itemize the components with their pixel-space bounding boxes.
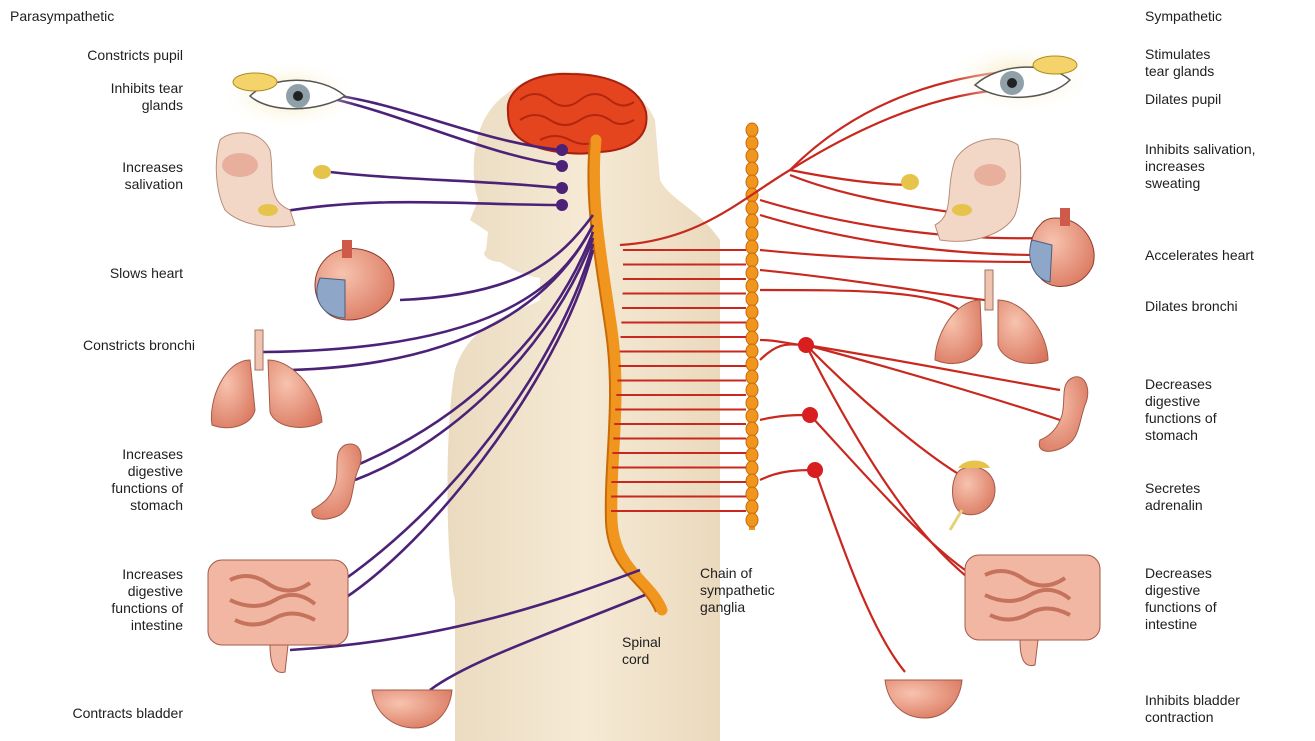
chain-ganglion <box>746 487 758 501</box>
nerve-salivary <box>790 175 950 212</box>
chain-ganglion <box>746 331 758 345</box>
label-inhibits-bladder-contraction: Inhibits bladder contraction <box>1145 692 1240 726</box>
left-stomach <box>312 444 361 519</box>
left-face-salivary <box>216 133 331 227</box>
right-intestine <box>965 555 1100 666</box>
inferior-mesenteric-ganglion <box>807 462 823 478</box>
chain-ganglion <box>746 292 758 306</box>
right-eye <box>945 42 1095 114</box>
chain-ganglion <box>746 162 758 176</box>
label-dilates-bronchi: Dilates bronchi <box>1145 298 1238 315</box>
brain <box>508 74 647 154</box>
label-decreases-digestive-stomach: Decreases digestive functions of stomach <box>1145 376 1217 444</box>
chain-ganglion <box>746 214 758 228</box>
label-spinal-cord: Spinal cord <box>622 634 661 668</box>
label-increases-salivation: Increases salivation <box>122 159 183 193</box>
nerve-inferior <box>760 470 815 480</box>
chain-ganglion <box>746 149 758 163</box>
chain-ganglion <box>746 409 758 423</box>
chain-ganglion <box>746 305 758 319</box>
ganglion-4 <box>556 199 568 211</box>
label-contracts-bladder: Contracts bladder <box>72 705 183 722</box>
chain-ganglion <box>746 474 758 488</box>
chain-ganglion <box>746 435 758 449</box>
body-silhouette <box>448 72 721 741</box>
left-eye <box>220 60 360 130</box>
label-accelerates-heart: Accelerates heart <box>1145 247 1254 264</box>
chain-ganglion <box>746 240 758 254</box>
chain-ganglion <box>746 227 758 241</box>
label-secretes-adrenalin: Secretes adrenalin <box>1145 480 1203 514</box>
left-heart <box>315 240 394 320</box>
chain-ganglion <box>746 513 758 527</box>
label-decreases-digestive-intestine: Decreases digestive functions of intesti… <box>1145 565 1217 633</box>
label-inhibits-tear-glands: Inhibits tear glands <box>111 80 183 114</box>
label-inhibits-salivation: Inhibits salivation, increases sweating <box>1145 141 1256 192</box>
chain-ganglion <box>746 448 758 462</box>
superior-mesenteric-ganglion <box>802 407 818 423</box>
ganglion-3 <box>556 182 568 194</box>
chain-ganglion <box>746 201 758 215</box>
ganglion-2 <box>556 160 568 172</box>
label-increases-digestive-intestine: Increases digestive functions of intesti… <box>111 566 183 634</box>
chain-ganglion <box>746 123 758 137</box>
nerve-bladder <box>815 470 905 672</box>
right-bladder <box>885 680 962 718</box>
label-stimulates-tear-glands: Stimulates tear glands <box>1145 46 1214 80</box>
label-increases-digestive-stomach: Increases digestive functions of stomach <box>111 446 183 514</box>
heading-parasympathetic: Parasympathetic <box>10 8 114 24</box>
ganglion-1 <box>556 144 568 156</box>
left-lungs <box>211 330 322 428</box>
label-slows-heart: Slows heart <box>110 265 183 282</box>
right-adrenal-kidney <box>950 461 995 531</box>
chain-ganglion <box>746 422 758 436</box>
chain-ganglion <box>746 136 758 150</box>
chain-ganglion <box>746 279 758 293</box>
heading-sympathetic: Sympathetic <box>1145 8 1222 24</box>
sympathetic-chain <box>746 123 758 527</box>
chain-ganglion <box>746 461 758 475</box>
label-dilates-pupil: Dilates pupil <box>1145 91 1221 108</box>
chain-ganglion <box>746 318 758 332</box>
chain-ganglion <box>746 253 758 267</box>
chain-ganglion <box>746 500 758 514</box>
chain-ganglion <box>746 266 758 280</box>
nerve-heart-3 <box>760 250 1040 262</box>
left-bladder <box>372 690 452 728</box>
chain-ganglion <box>746 175 758 189</box>
right-face-salivary <box>901 139 1021 242</box>
nerve-adrenal <box>806 345 960 475</box>
label-constricts-bronchi: Constricts bronchi <box>83 337 195 354</box>
chain-ganglion <box>746 357 758 371</box>
chain-ganglion <box>746 383 758 397</box>
right-lungs <box>935 270 1048 364</box>
left-intestine <box>208 560 348 673</box>
chain-ganglion <box>746 396 758 410</box>
label-constricts-pupil: Constricts pupil <box>87 47 183 64</box>
right-heart <box>1030 208 1094 287</box>
nerve-bronchi-1 <box>760 270 985 300</box>
chain-ganglion <box>746 344 758 358</box>
celiac-ganglion <box>798 337 814 353</box>
chain-ganglion <box>746 370 758 384</box>
label-chain-of-sympathetic-ganglia: Chain of sympathetic ganglia <box>700 565 775 616</box>
